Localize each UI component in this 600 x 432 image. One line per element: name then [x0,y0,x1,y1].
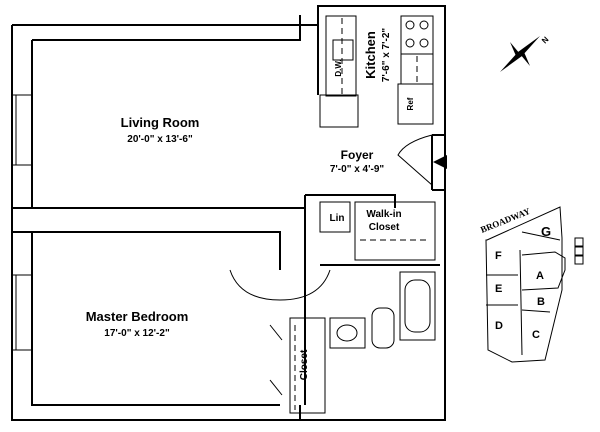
walk-in-closet-label-line2: Closet [369,222,400,233]
kitchen-size: 7'-6" x 7'-2" [381,28,392,83]
compass-rose-icon: N [500,35,551,72]
unit-b-label: B [537,296,545,308]
unit-f-label: F [495,250,502,262]
unit-c-label: C [532,329,540,341]
kitchen-fixtures [319,15,447,186]
walk-in-closet-label-line1: Walk-in [366,209,401,220]
living-room-size: 20'-0" x 13'-6" [127,134,193,145]
living-room-label: Living Room [121,115,200,130]
master-bedroom-label: Master Bedroom [86,309,189,324]
kitchen-label: Kitchen [363,31,378,79]
unit-d-label: D [495,320,503,332]
unit-g-label: G [541,224,551,239]
dishwasher-label: D.W. [334,59,343,76]
compass-north-label: N [540,35,551,46]
master-bedroom-size: 17'-0" x 12'-2" [104,328,170,339]
unit-e-label: E [495,283,502,295]
street-label: BROADWAY [479,206,532,235]
entry-arrow-icon [433,155,447,169]
closet-label: Closet [299,349,310,380]
building-key-plan: BROADWAY G F A E B D C [479,206,584,363]
interior-walls [229,194,440,414]
foyer-label: Foyer [341,148,374,162]
unit-a-label: A [536,270,544,282]
linen-closet-label: Lin [330,213,345,224]
foyer-size: 7'-0" x 4'-9" [330,164,385,175]
refrigerator-label: Ref [406,97,415,110]
